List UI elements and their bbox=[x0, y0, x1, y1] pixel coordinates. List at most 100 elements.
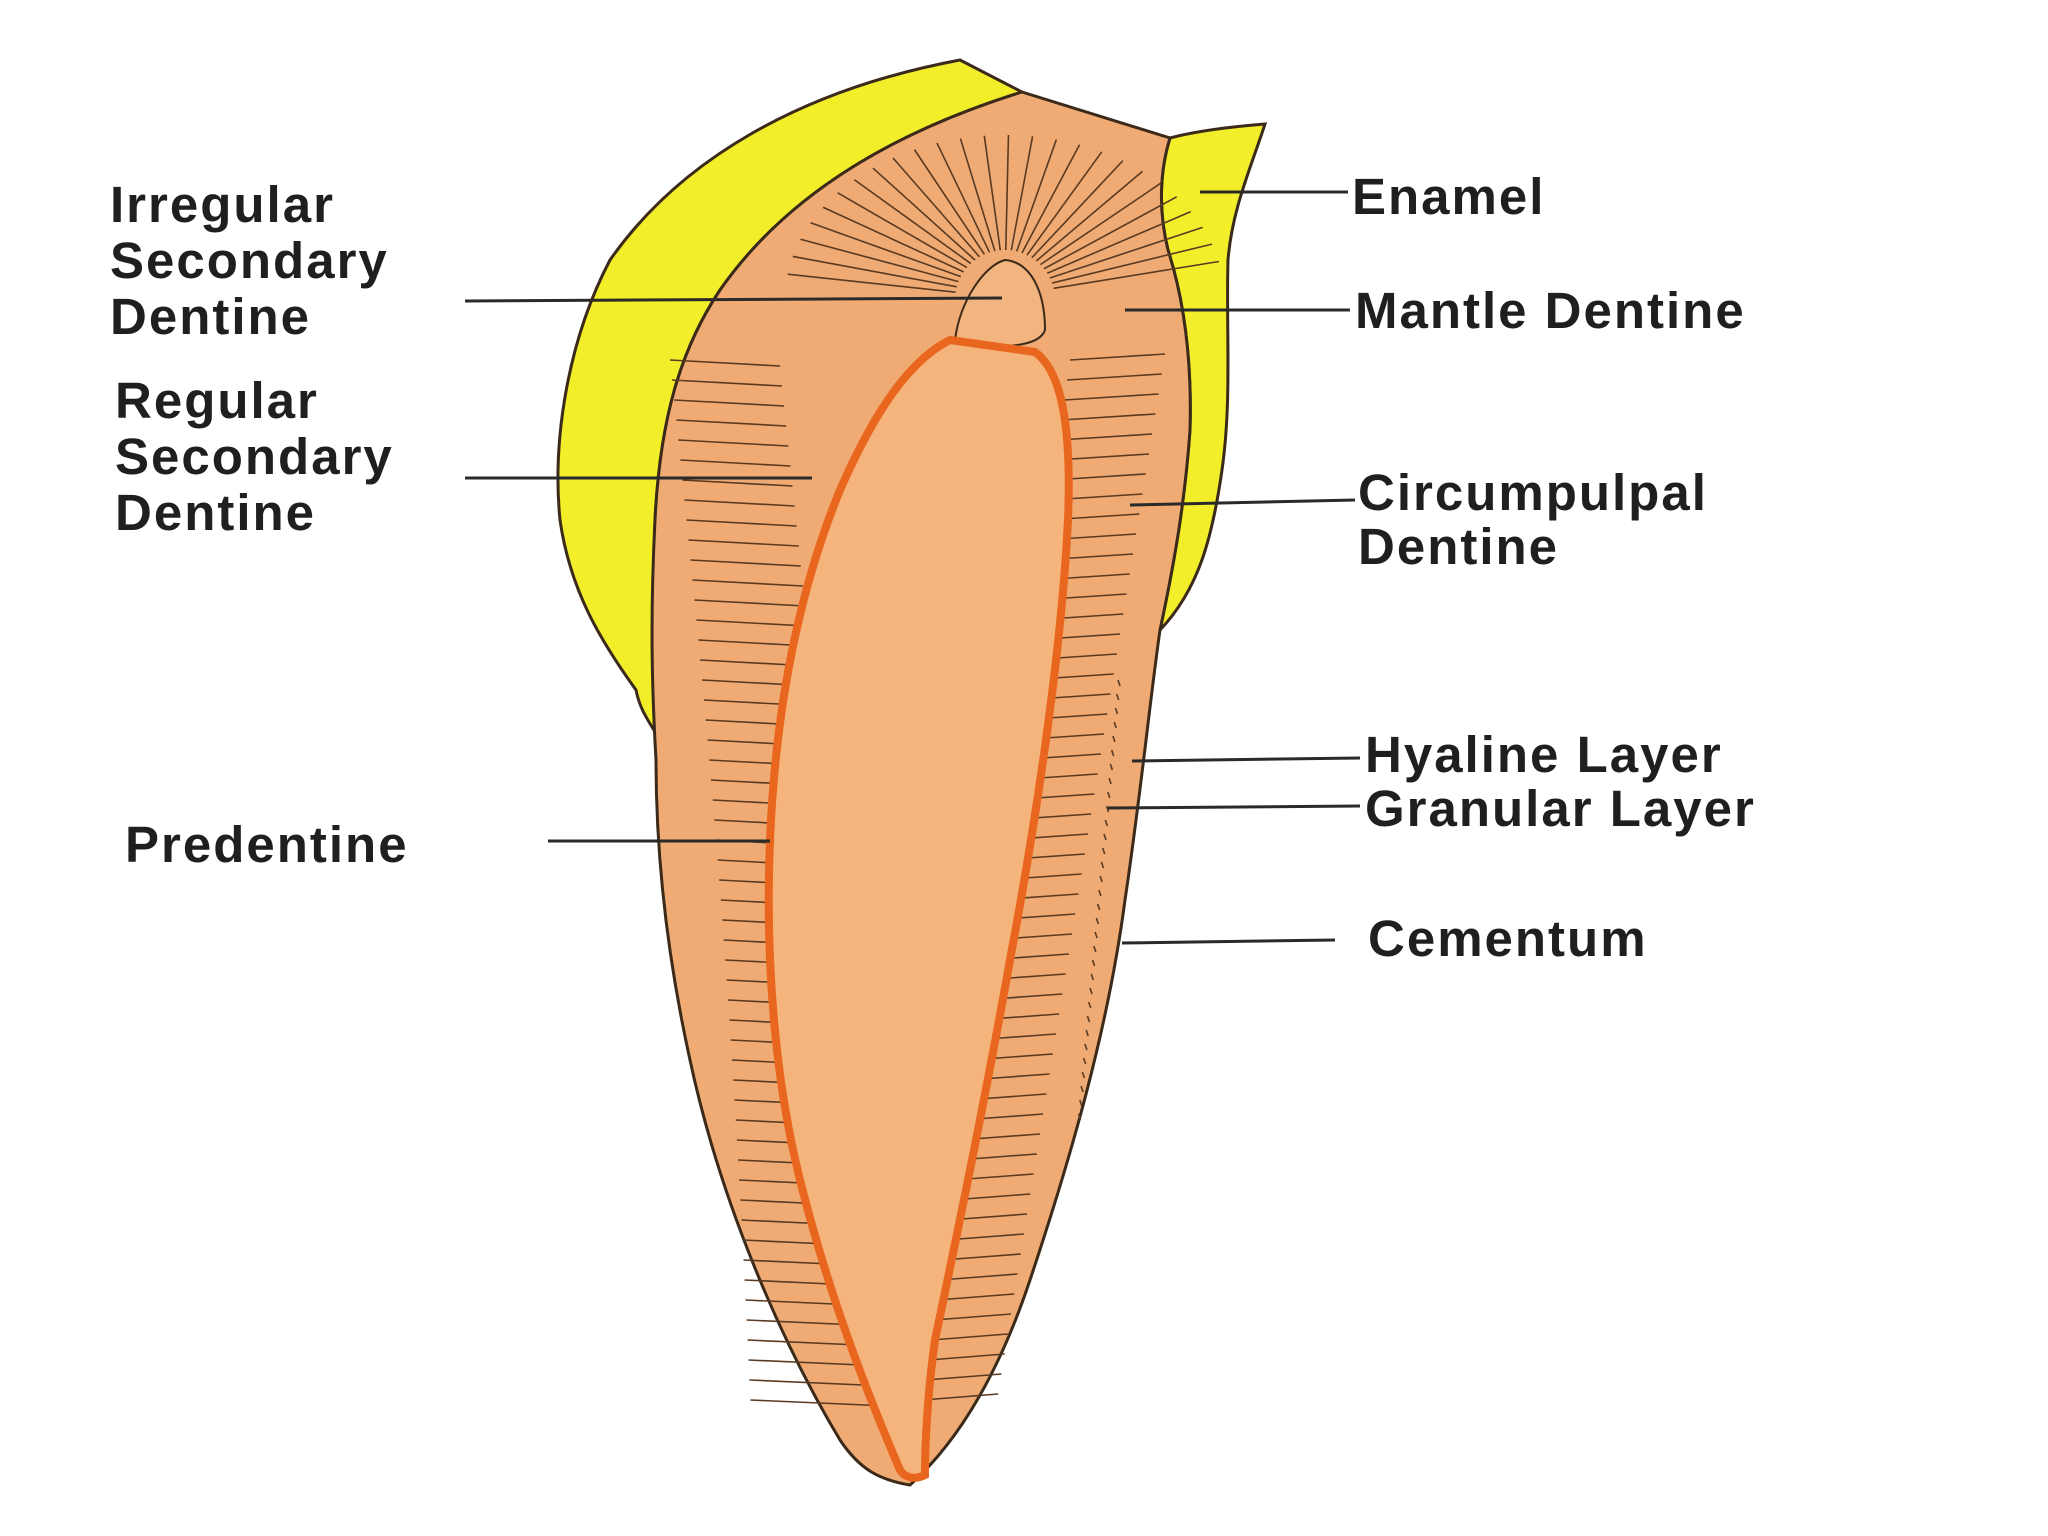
tubule-line bbox=[1064, 393, 1159, 401]
label-mantle-dentine: Mantle Dentine bbox=[1355, 282, 1746, 339]
tubule-line bbox=[959, 138, 996, 252]
tubule-line bbox=[688, 539, 799, 547]
leader-irregular bbox=[464, 296, 1003, 303]
tubule-line bbox=[1101, 847, 1106, 855]
tubule-line bbox=[1089, 987, 1093, 995]
tubule-line bbox=[800, 238, 959, 283]
tubule-line bbox=[892, 157, 981, 258]
tubule-line bbox=[1069, 353, 1166, 361]
tubule-line bbox=[672, 379, 783, 387]
tubule-line bbox=[1077, 1113, 1082, 1121]
tubule-line bbox=[678, 439, 789, 447]
tubule-line bbox=[913, 149, 986, 255]
tubule-line bbox=[810, 222, 962, 278]
tubule-line bbox=[674, 399, 785, 407]
tubule-line bbox=[1114, 707, 1119, 715]
tubule-line bbox=[1061, 413, 1156, 421]
label-granular-layer: Granular Layer bbox=[1365, 780, 1756, 837]
tubule-line bbox=[684, 499, 795, 507]
label-cementum: Cementum bbox=[1368, 910, 1648, 967]
tubule-line bbox=[925, 1373, 1002, 1381]
tubule-line bbox=[1110, 749, 1115, 757]
label-circumpulpal-dentine: Circumpulpal Dentine bbox=[1358, 464, 1724, 575]
tubule-line bbox=[1091, 959, 1096, 967]
tubule-line bbox=[692, 579, 803, 587]
tubule-line bbox=[792, 255, 957, 288]
tubule-line bbox=[680, 459, 791, 467]
tubule-line bbox=[1026, 151, 1103, 256]
tubule-line bbox=[1058, 433, 1153, 441]
tubule-line bbox=[1100, 861, 1105, 869]
tubule-line bbox=[853, 179, 972, 265]
tubule-line bbox=[1053, 260, 1220, 290]
tubule-line bbox=[939, 1273, 1018, 1281]
tubule-line bbox=[1099, 875, 1103, 883]
tubule-line bbox=[1107, 791, 1111, 799]
tubule-line bbox=[750, 1399, 888, 1407]
label-regular-secondary-dentine: Regular Secondary Dentine bbox=[115, 372, 410, 541]
tubule-line bbox=[676, 419, 787, 427]
tubule-line bbox=[1109, 763, 1114, 771]
tubule-line bbox=[1084, 1043, 1088, 1051]
label-enamel: Enamel bbox=[1352, 168, 1545, 225]
tubule-line bbox=[1085, 1029, 1089, 1037]
tubule-line bbox=[1046, 210, 1192, 274]
tubule-line bbox=[1104, 819, 1109, 827]
tubule-line bbox=[1094, 931, 1098, 939]
tubule-line bbox=[686, 519, 797, 527]
tubule-line bbox=[928, 1353, 1005, 1361]
tubule-line bbox=[1080, 1085, 1084, 1093]
leader-cementum bbox=[1121, 938, 1336, 945]
tubule-line bbox=[1103, 833, 1107, 841]
tubule-line bbox=[690, 559, 801, 567]
tubule-line bbox=[1051, 243, 1213, 284]
leader-granular bbox=[1107, 804, 1361, 810]
leader-lines bbox=[464, 190, 1361, 945]
tubule-line bbox=[936, 142, 991, 253]
tubule-line bbox=[696, 619, 808, 627]
label-irregular-secondary-dentine: Irregular Secondary Dentine bbox=[110, 176, 405, 345]
label-predentine: Predentine bbox=[125, 816, 409, 873]
tubule-line bbox=[1010, 136, 1034, 251]
tubule-line bbox=[822, 206, 964, 273]
tubule-line bbox=[1113, 721, 1117, 729]
tubule-line bbox=[787, 273, 956, 293]
tubule-line bbox=[1112, 735, 1116, 743]
tubule-line bbox=[1079, 1099, 1083, 1107]
tubule-line bbox=[936, 1293, 1015, 1301]
tubule-line bbox=[1108, 777, 1112, 785]
tubule-line bbox=[1087, 1001, 1092, 1009]
label-hyaline-layer: Hyaline Layer bbox=[1365, 726, 1723, 783]
pulp-chamber bbox=[764, 335, 1073, 1482]
tubule-line bbox=[682, 479, 793, 487]
tubule-line bbox=[922, 1393, 999, 1401]
tubule-line bbox=[1035, 170, 1144, 262]
tubule-line bbox=[1095, 917, 1100, 925]
tubule-line bbox=[1115, 693, 1120, 701]
tubule-line bbox=[931, 1333, 1008, 1341]
tubule-line bbox=[1082, 1057, 1087, 1065]
tubule-line bbox=[1090, 973, 1095, 981]
tubule-line bbox=[1004, 135, 1010, 251]
tubule-line bbox=[1093, 945, 1097, 953]
tubule-line bbox=[1015, 139, 1058, 252]
tubule-line bbox=[1039, 182, 1162, 266]
irregular-secondary-dentine-patch bbox=[953, 258, 1047, 348]
tubule-line bbox=[1067, 373, 1162, 381]
tubule-line bbox=[1096, 903, 1101, 911]
tubule-line bbox=[1049, 226, 1203, 279]
tubule-line bbox=[1081, 1071, 1086, 1079]
tubule-line bbox=[1105, 805, 1110, 813]
tubule-line bbox=[934, 1313, 1012, 1321]
tubule-line bbox=[1117, 679, 1121, 687]
tubule-line bbox=[837, 192, 968, 269]
tubule-line bbox=[694, 599, 805, 607]
leader-circumpulpal bbox=[1129, 498, 1356, 507]
leader-hyaline bbox=[1131, 756, 1361, 763]
tubule-line bbox=[983, 135, 1002, 251]
tubule-line bbox=[1086, 1015, 1091, 1023]
tubule-line bbox=[1031, 160, 1124, 259]
tubule-line bbox=[872, 167, 976, 261]
tubule-line bbox=[669, 359, 781, 367]
